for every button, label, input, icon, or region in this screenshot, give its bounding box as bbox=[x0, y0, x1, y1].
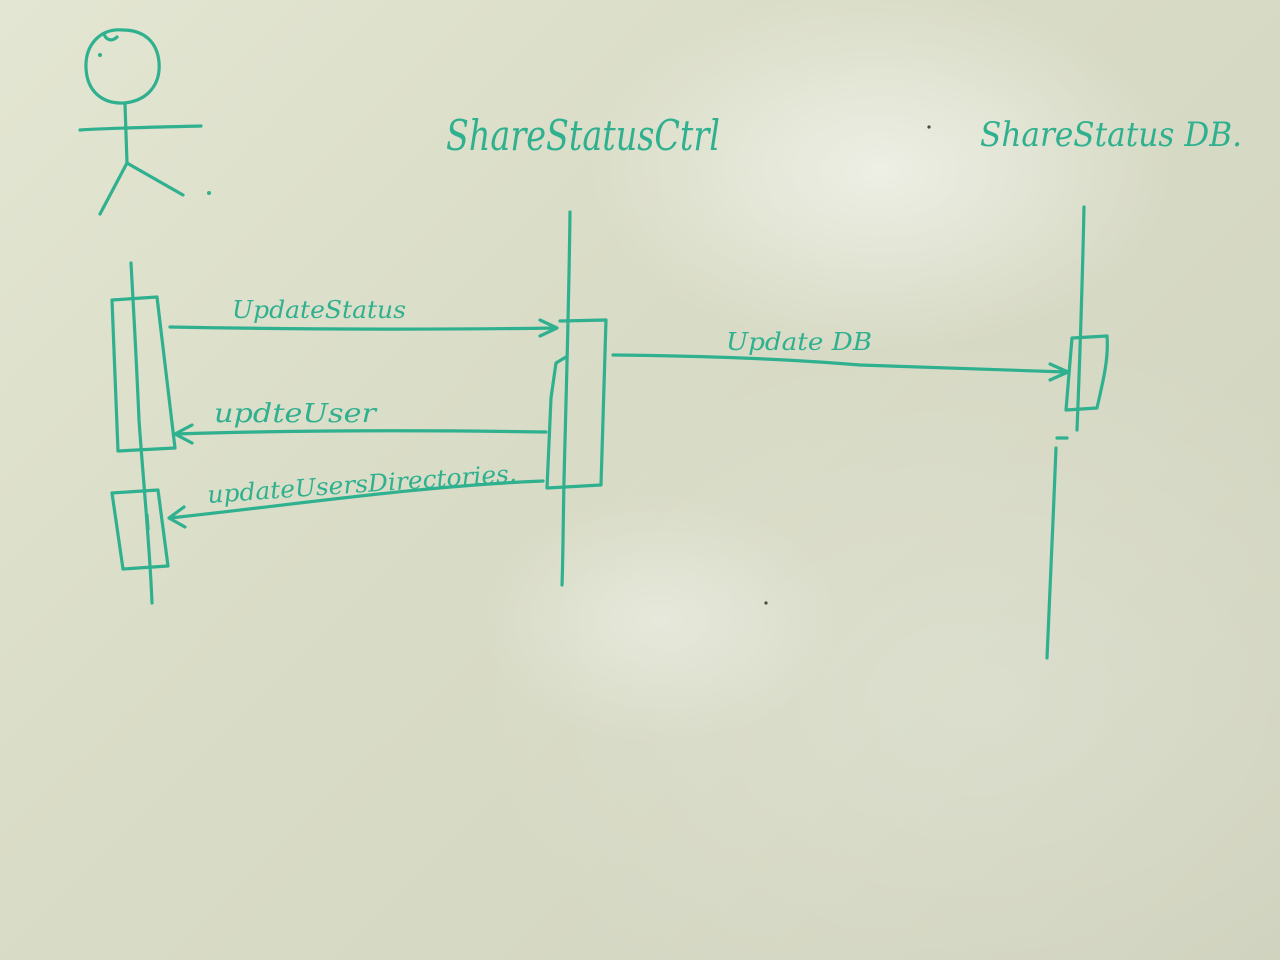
actor-left-leg bbox=[98, 161, 129, 216]
db-lifeline-top bbox=[1075, 205, 1086, 432]
actor-body bbox=[123, 102, 129, 165]
db-activation bbox=[1064, 334, 1109, 412]
message-updatedb-arrowhead bbox=[1048, 362, 1070, 382]
message-updatestatus-arrowhead bbox=[538, 318, 559, 338]
message-updatestatus-arrow bbox=[168, 325, 558, 331]
actor-right-leg bbox=[125, 161, 185, 197]
actor-figure bbox=[78, 28, 211, 216]
participant-db-label: ShareStatus DB. bbox=[980, 115, 1242, 155]
message-updateusersdirectories-arrowhead bbox=[167, 505, 187, 529]
actor-activation-2-mark bbox=[145, 513, 150, 531]
db-lifeline-bottom bbox=[1045, 446, 1058, 660]
message-updatedb-label: Update DB bbox=[726, 328, 872, 356]
ctrl-lifeline bbox=[560, 210, 572, 587]
message-updteuser-arrowhead bbox=[173, 423, 194, 445]
actor-head bbox=[84, 28, 161, 105]
actor-eye bbox=[98, 53, 102, 57]
message-updatestatus-label: UpdateStatus bbox=[232, 296, 406, 324]
actor-arms bbox=[78, 124, 203, 132]
actor-dot bbox=[207, 191, 211, 195]
message-updateusersdirectories-arrow bbox=[168, 479, 545, 520]
actor-activation-1 bbox=[110, 295, 177, 453]
actor-head-mark bbox=[102, 32, 119, 42]
board-speck bbox=[764, 601, 768, 605]
ctrl-activation bbox=[545, 318, 608, 490]
message-updatedb-arrow bbox=[611, 353, 1068, 374]
actor-activation-2 bbox=[110, 488, 170, 571]
message-updteuser-label: updteUser bbox=[214, 399, 378, 429]
board-speck bbox=[927, 125, 931, 129]
actor-lifeline bbox=[129, 261, 154, 605]
message-updteuser-arrow bbox=[174, 429, 548, 436]
participant-ctrl-label: ShareStatusCtrl bbox=[446, 111, 720, 160]
message-updateusersdirectories-label: updateUsersDirectories. bbox=[206, 459, 517, 509]
